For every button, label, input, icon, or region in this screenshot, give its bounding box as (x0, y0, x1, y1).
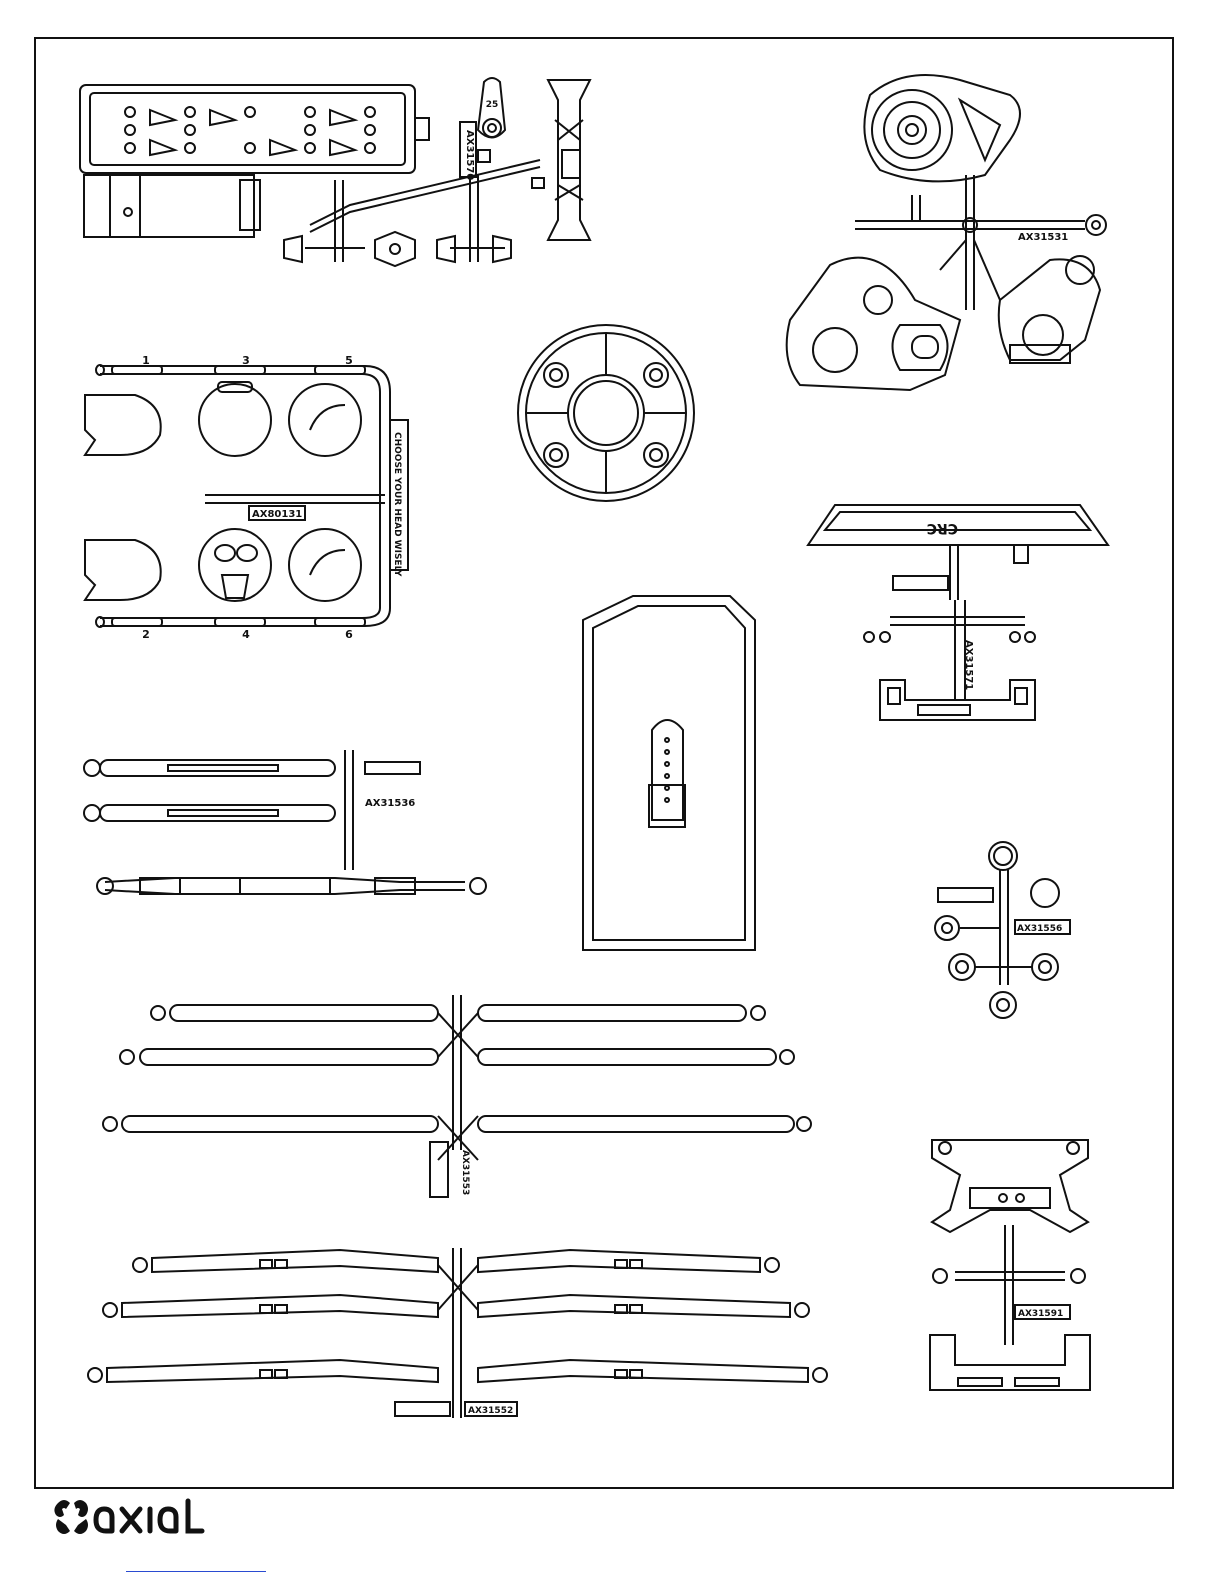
battery-tray-sprue (80, 85, 429, 237)
ax31552-label: AX31552 (468, 1406, 513, 1416)
helmet-number-1: 1 (142, 354, 150, 367)
helmet-sprue (85, 365, 408, 627)
ax31556-label: AX31556 (1017, 924, 1062, 934)
crc-bumper-sprue (808, 505, 1108, 720)
bumper-brace (548, 80, 590, 240)
suspension-link-sprue-ax31552 (88, 1248, 827, 1418)
axial-logo (52, 1495, 232, 1539)
choose-head-label: CHOOSE YOUR HEAD WISELY (392, 432, 402, 577)
ax31570-label: AX31570 (464, 130, 475, 180)
helmet-number-2: 2 (142, 628, 150, 641)
helmet-number-6: 6 (345, 628, 353, 641)
page-link-underline[interactable] (126, 1571, 266, 1572)
bumper-mount-sprue-ax31591 (930, 1140, 1090, 1390)
ax31553-label: AX31553 (460, 1150, 470, 1195)
ax31536-label: AX31536 (365, 798, 415, 809)
round-cap (518, 325, 694, 501)
ax31591-label: AX31591 (1018, 1309, 1063, 1319)
helmet-number-5: 5 (345, 354, 353, 367)
helmet-number-3: 3 (242, 354, 250, 367)
ax80131-label: AX80131 (252, 509, 302, 520)
long-link-sprue-ax31553 (103, 995, 811, 1197)
servo-horn-number: 25 (486, 100, 499, 110)
helmet-number-4: 4 (242, 628, 250, 641)
link-sprue-ax31536 (84, 750, 486, 894)
crc-logo-text: CRC (927, 520, 958, 536)
center-panel (583, 596, 755, 950)
ax31531-label: AX31531 (1018, 232, 1068, 243)
ax31571-label: AX31571 (963, 640, 974, 690)
